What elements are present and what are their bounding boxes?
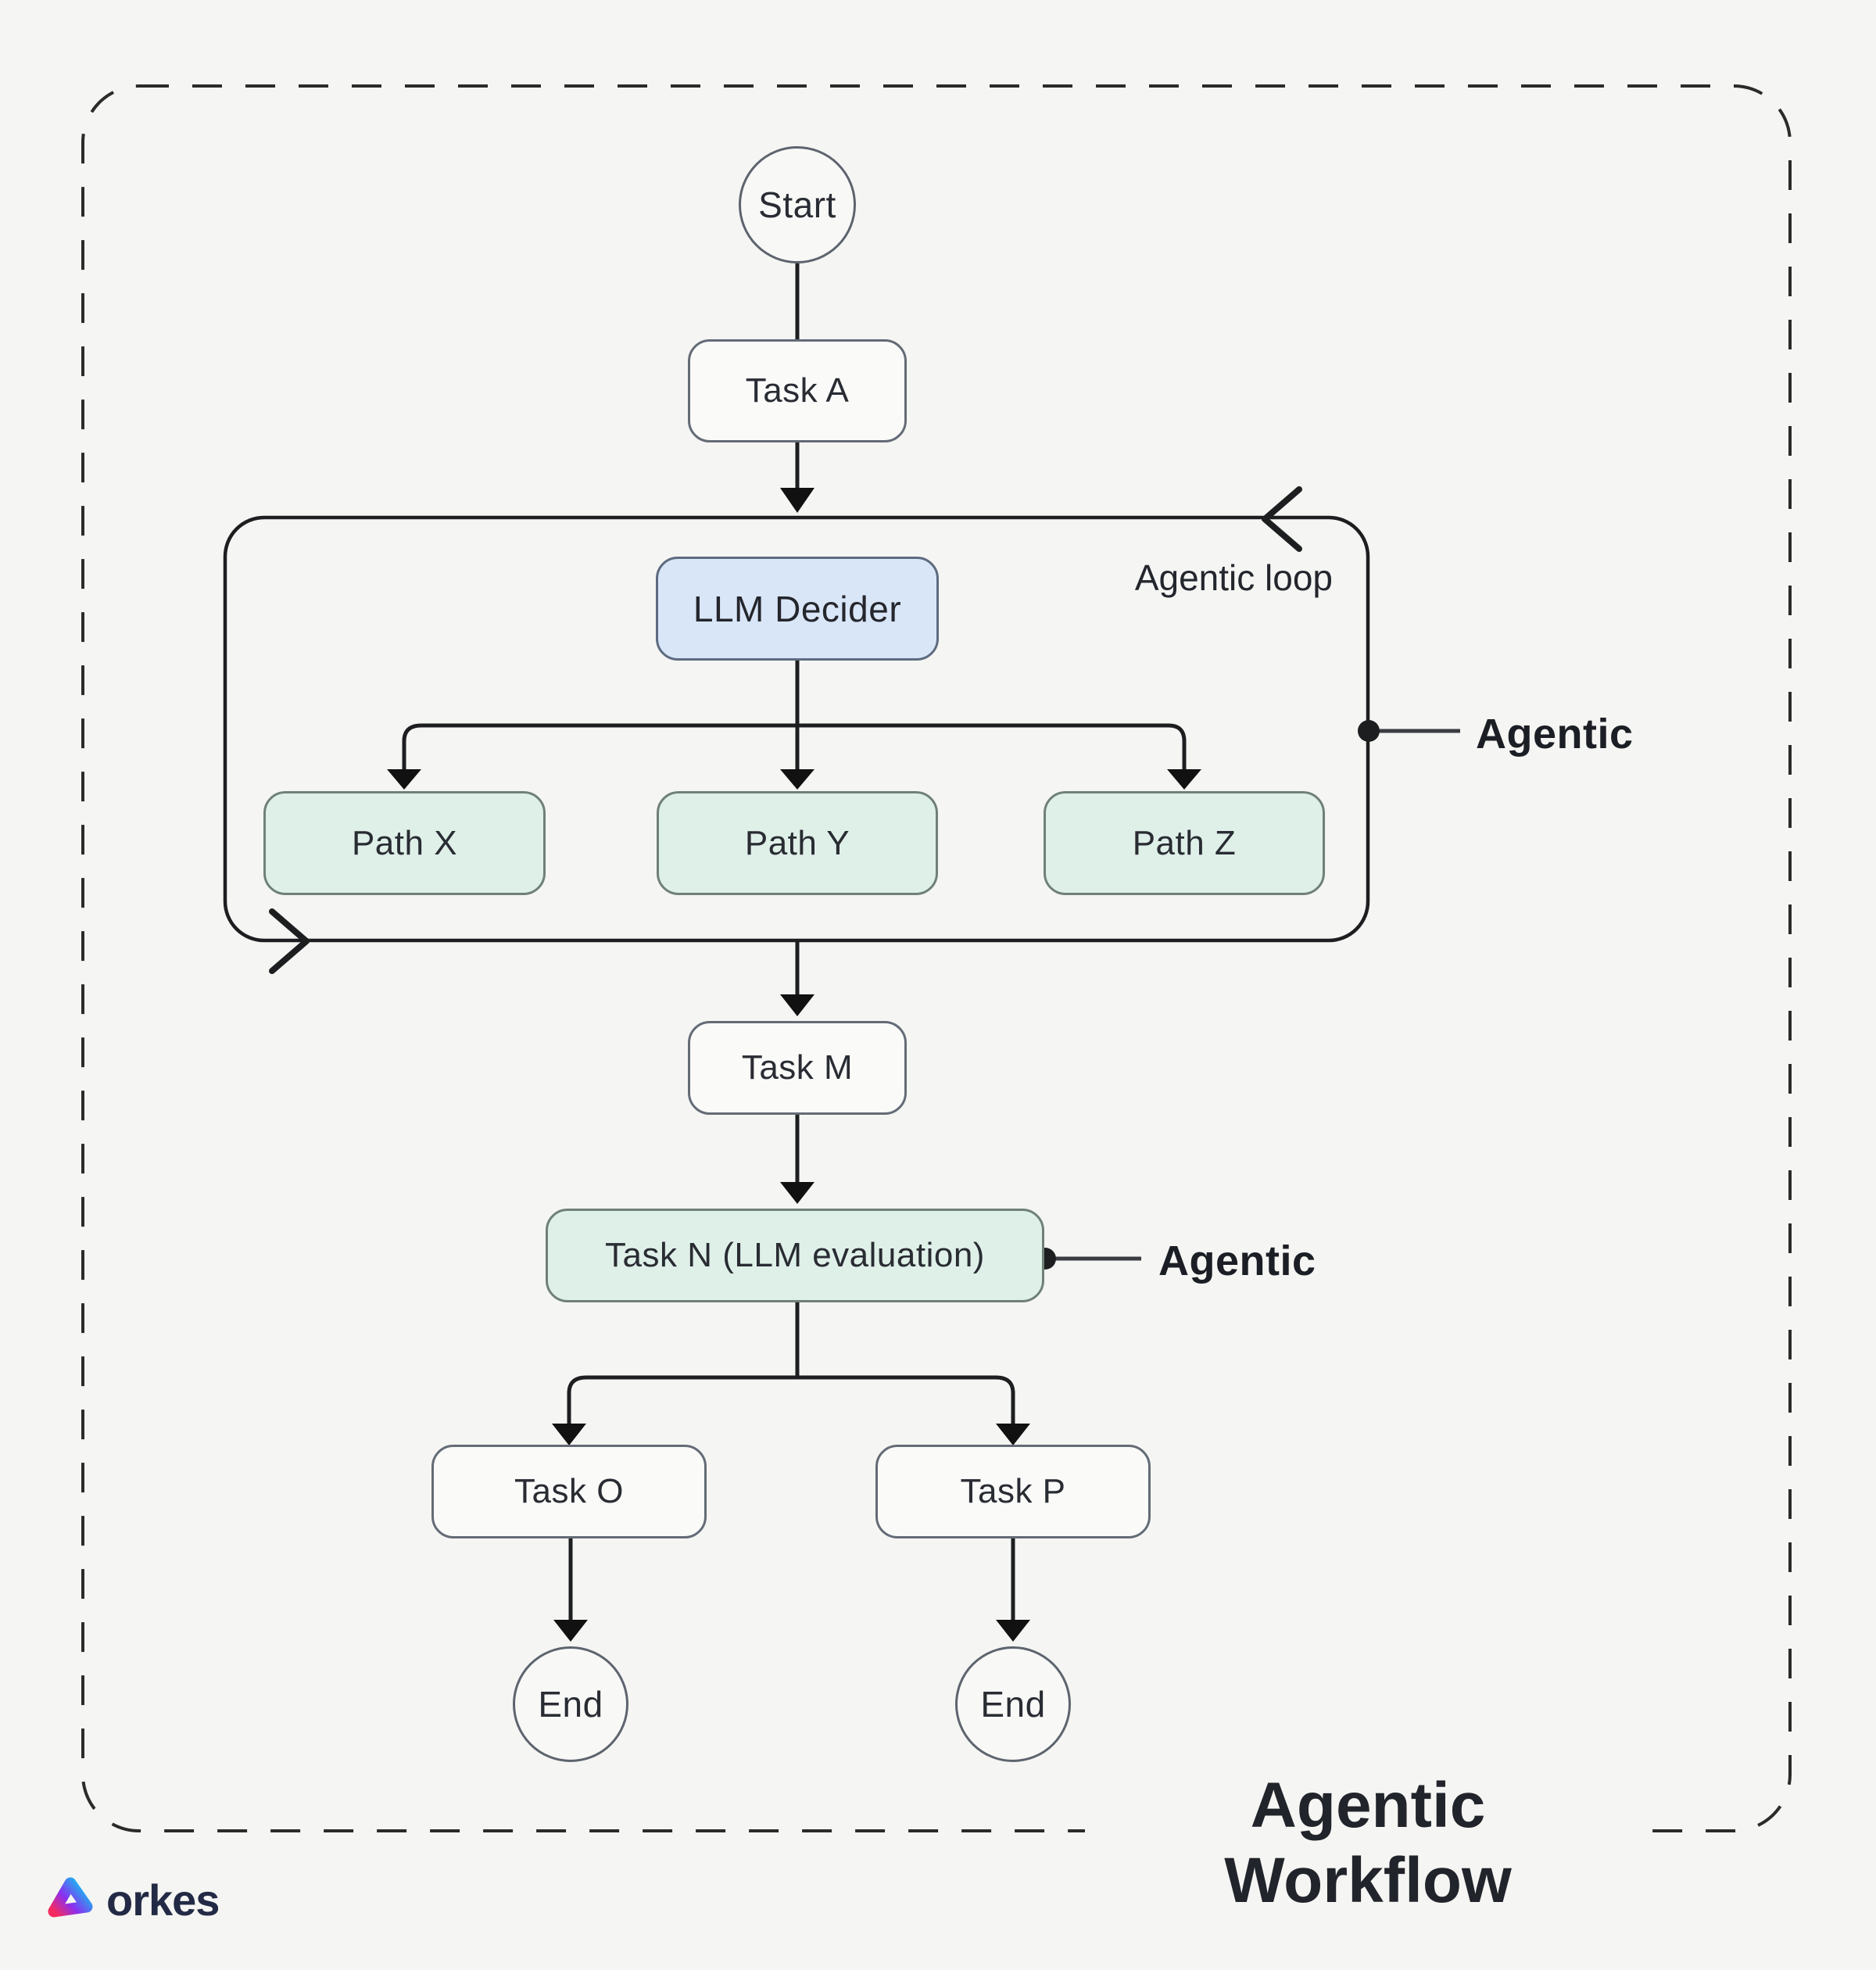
end-node-left: End bbox=[513, 1646, 628, 1762]
task-o-label: Task O bbox=[514, 1472, 624, 1510]
path-z-node: Path Z bbox=[1044, 791, 1325, 895]
task-o-node: Task O bbox=[431, 1445, 707, 1538]
task-a-label: Task A bbox=[745, 371, 850, 410]
task-n-label: Task N (LLM evaluation) bbox=[605, 1236, 985, 1274]
path-z-label: Path Z bbox=[1132, 823, 1237, 862]
path-x-node: Path X bbox=[263, 791, 546, 895]
task-p-label: Task P bbox=[960, 1472, 1066, 1510]
start-label: Start bbox=[758, 184, 836, 225]
path-y-label: Path Y bbox=[744, 823, 850, 862]
task-m-node: Task M bbox=[688, 1021, 907, 1115]
task-a-node: Task A bbox=[688, 339, 907, 442]
end-node-right: End bbox=[955, 1646, 1071, 1762]
orkes-logo-icon bbox=[48, 1877, 93, 1917]
agentic-label-loop: Agentic bbox=[1476, 711, 1634, 758]
diagram-title: Agentic Workflow bbox=[1085, 1768, 1651, 1918]
task-m-label: Task M bbox=[741, 1048, 854, 1087]
end-right-label: End bbox=[980, 1684, 1046, 1725]
task-p-node: Task P bbox=[875, 1445, 1151, 1538]
start-node: Start bbox=[739, 146, 856, 263]
llm-decider-label: LLM Decider bbox=[693, 588, 902, 629]
loop-arrow-left-icon bbox=[1262, 486, 1302, 552]
agentic-label-task-n: Agentic bbox=[1158, 1238, 1316, 1284]
path-x-label: Path X bbox=[351, 823, 458, 862]
orkes-logo: orkes bbox=[47, 1875, 220, 1925]
llm-decider-node: LLM Decider bbox=[656, 557, 939, 661]
agentic-loop-label: Agentic loop bbox=[1134, 557, 1333, 598]
dashed-boundary bbox=[81, 84, 1792, 1832]
task-n-node: Task N (LLM evaluation) bbox=[546, 1209, 1044, 1302]
path-y-node: Path Y bbox=[657, 791, 938, 895]
end-left-label: End bbox=[538, 1684, 603, 1725]
loop-callout-dot bbox=[1358, 720, 1380, 742]
orkes-logo-text: orkes bbox=[106, 1875, 220, 1925]
loop-arrow-right-icon bbox=[269, 908, 310, 974]
